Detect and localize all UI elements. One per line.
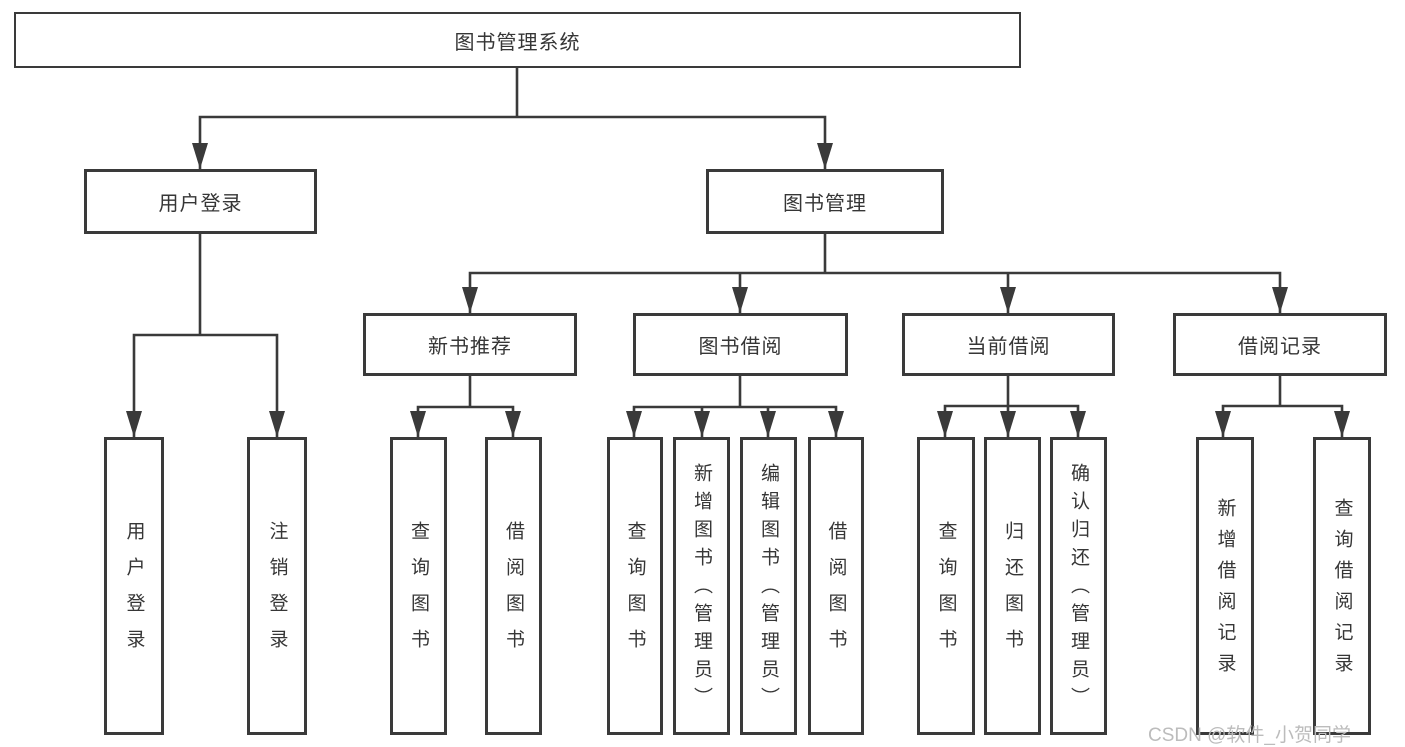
connector-book-borrow-to-leaves (632, 376, 838, 437)
leaf-bb-borrow-books: 借阅图书 (808, 437, 864, 735)
leaf-br-query-record-label: 查询借阅记录 (1331, 498, 1353, 684)
leaf-nb-borrow-books: 借阅图书 (485, 437, 542, 735)
leaf-cb-return-books: 归还图书 (984, 437, 1041, 735)
leaf-br-query-record: 查询借阅记录 (1313, 437, 1371, 735)
leaf-br-add-record-label: 新增借阅记录 (1214, 498, 1236, 684)
leaf-cb-query-books: 查询图书 (917, 437, 975, 735)
connector-current-borrow-to-leaves (943, 376, 1080, 437)
leaf-cb-confirm-return-admin: 确认归还（管理员） (1050, 437, 1107, 735)
node-new-book-recommendation: 新书推荐 (363, 313, 577, 376)
leaf-logout: 注销登录 (247, 437, 307, 735)
leaf-bb-query-books-label: 查询图书 (624, 521, 646, 665)
leaf-nb-query-books: 查询图书 (390, 437, 447, 735)
leaf-bb-query-books: 查询图书 (607, 437, 663, 735)
connector-book-management-to-level3 (468, 234, 1282, 313)
leaf-cb-confirm-return-admin-label: 确认归还（管理员） (1068, 463, 1089, 715)
csdn-watermark: CSDN @软件_小贺同学 (1148, 725, 1351, 746)
node-library-management-system-label: 图书管理系统 (454, 31, 581, 54)
leaf-cb-return-books-label: 归还图书 (1002, 521, 1023, 665)
leaf-logout-label: 注销登录 (266, 521, 288, 665)
node-library-management-system: 图书管理系统 (14, 12, 1021, 68)
leaf-user-login-label: 用户登录 (123, 521, 145, 665)
connector-root-to-level2 (198, 68, 827, 169)
leaf-nb-query-books-label: 查询图书 (408, 521, 429, 665)
leaf-bb-edit-books-admin-label: 编辑图书（管理员） (758, 463, 779, 715)
arrowhead-icons (126, 143, 1350, 437)
node-book-management: 图书管理 (706, 169, 944, 234)
leaf-br-add-record: 新增借阅记录 (1196, 437, 1254, 735)
node-book-borrowing: 图书借阅 (633, 313, 848, 376)
connector-user-login-to-leaves (132, 234, 279, 437)
leaf-user-login: 用户登录 (104, 437, 164, 735)
node-book-management-label: 图书管理 (783, 193, 867, 215)
node-borrowing-records-label: 借阅记录 (1238, 336, 1322, 358)
node-current-borrowing: 当前借阅 (902, 313, 1115, 376)
node-book-borrowing-label: 图书借阅 (698, 336, 783, 358)
node-borrowing-records: 借阅记录 (1173, 313, 1387, 376)
connector-borrow-records-to-leaves (1221, 376, 1344, 437)
leaf-cb-query-books-label: 查询图书 (935, 521, 957, 665)
leaf-bb-add-books-admin-label: 新增图书（管理员） (691, 463, 712, 715)
node-current-borrowing-label: 当前借阅 (966, 336, 1051, 358)
connector-new-book-to-leaves (416, 376, 515, 437)
leaf-bb-add-books-admin: 新增图书（管理员） (673, 437, 730, 735)
leaf-bb-edit-books-admin: 编辑图书（管理员） (740, 437, 797, 735)
node-new-book-recommendation-label: 新书推荐 (428, 336, 512, 358)
node-user-login-label: 用户登录 (158, 193, 243, 215)
node-user-login: 用户登录 (84, 169, 317, 234)
leaf-nb-borrow-books-label: 借阅图书 (503, 521, 524, 665)
leaf-bb-borrow-books-label: 借阅图书 (825, 521, 847, 665)
